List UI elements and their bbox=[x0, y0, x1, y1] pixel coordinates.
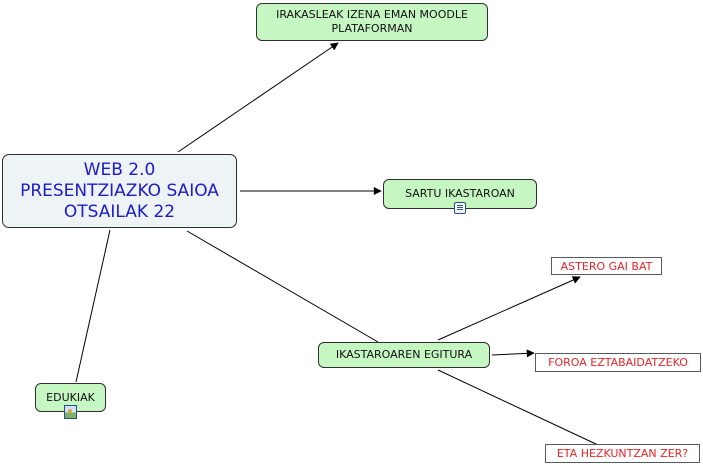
label-eta-text: ETA HEZKUNTZAN ZER? bbox=[556, 447, 689, 460]
concept-egitura-label: IKASTAROAREN EGITURA bbox=[335, 348, 473, 361]
link-main-to-edukiak bbox=[75, 229, 111, 383]
link-label-astero[interactable]: ASTERO GAI BAT bbox=[551, 257, 662, 275]
concept-edukiak-label: EDUKIAK bbox=[46, 390, 95, 404]
main-concept-line-1: WEB 2.0 bbox=[83, 159, 156, 180]
main-concept-line-3: OTSAILAK 22 bbox=[63, 201, 176, 222]
link-egitura-to-eta bbox=[437, 369, 599, 446]
concept-irakasleak-line-1: IRAKASLEAK IZENA EMAN MOODLE bbox=[276, 8, 468, 21]
link-egitura-to-astero bbox=[437, 276, 581, 341]
concept-irakasleak-line-2: PLATAFORMAN bbox=[331, 22, 413, 35]
link-egitura-to-foroa bbox=[491, 349, 535, 358]
concept-sartu-label: SARTU IKASTAROAN bbox=[405, 187, 515, 200]
concept-node-egitura[interactable]: IKASTAROAREN EGITURA bbox=[318, 342, 490, 368]
document-icon[interactable] bbox=[454, 202, 466, 214]
image-icon[interactable] bbox=[64, 405, 77, 419]
label-foroa-text: FOROA EZTABAIDATZEKO bbox=[548, 356, 688, 369]
main-concept-node[interactable]: WEB 2.0 PRESENTZIAZKO SAIOA OTSAILAK 22 bbox=[2, 154, 237, 228]
link-label-eta[interactable]: ETA HEZKUNTZAN ZER? bbox=[545, 444, 700, 463]
label-astero-text: ASTERO GAI BAT bbox=[560, 259, 653, 273]
main-concept-line-2: PRESENTZIAZKO SAIOA bbox=[20, 180, 219, 201]
link-main-to-irakasleak bbox=[177, 42, 339, 153]
concept-node-irakasleak[interactable]: IRAKASLEAK IZENA EMAN MOODLE PLATAFORMAN bbox=[256, 3, 488, 41]
link-main-to-egitura bbox=[186, 230, 379, 343]
link-label-foroa[interactable]: FOROA EZTABAIDATZEKO bbox=[535, 353, 701, 372]
